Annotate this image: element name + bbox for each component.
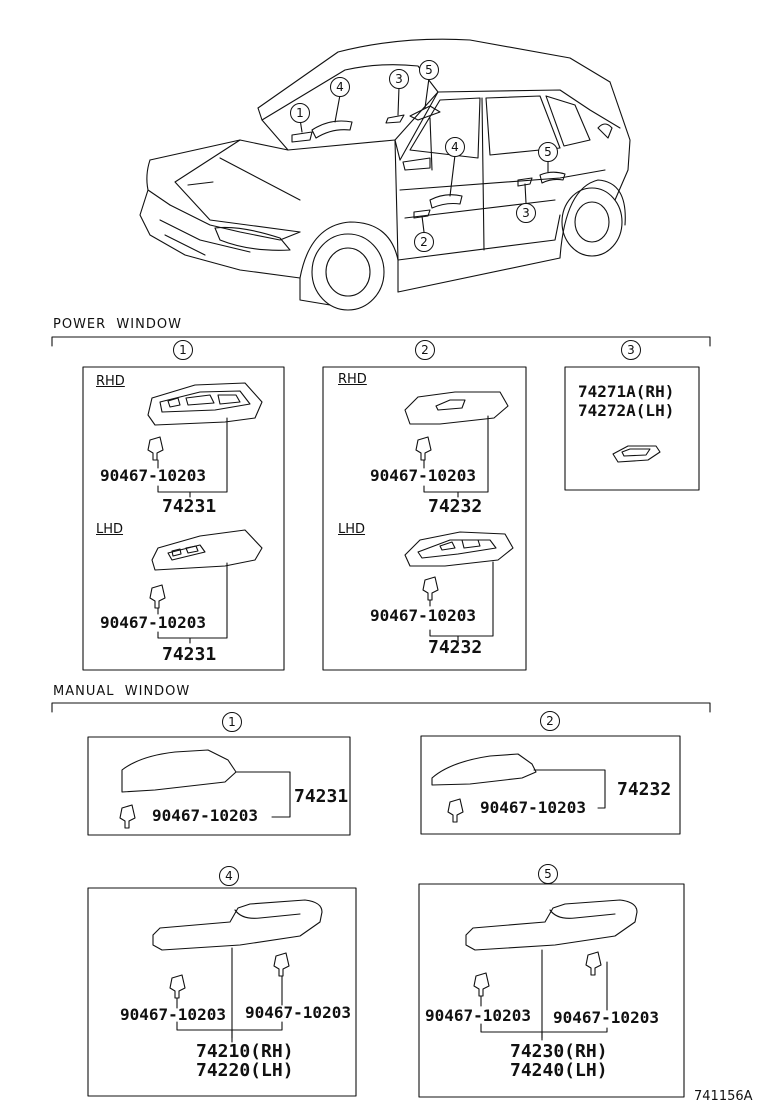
power-box2-rhd-clip: 90467-10203 — [370, 466, 476, 485]
power-marker-2: 2 — [415, 340, 435, 360]
manual-box4-lh-part: 74220(LH) — [196, 1060, 294, 1081]
power-box2-lhd-label: LHD — [338, 522, 366, 537]
manual-box4-clip-right: 90467-10203 — [245, 1003, 351, 1022]
manual-box-4-art — [87, 887, 357, 1097]
power-box3-rh-part: 74271A(RH) — [578, 382, 675, 401]
manual-box5-lh-part: 74240(LH) — [510, 1060, 608, 1081]
car-callout-5-rear: 5 — [538, 142, 558, 162]
power-box1-lhd-label: LHD — [96, 522, 124, 537]
power-box1-lhd-part: 74231 — [162, 644, 217, 665]
diagram-reference-code: 741156A — [694, 1089, 753, 1104]
power-box3-lh-part: 74272A(LH) — [578, 401, 675, 420]
power-box2-rhd-part: 74232 — [428, 496, 483, 517]
manual-marker-4: 4 — [219, 866, 239, 886]
manual-box1-clip: 90467-10203 — [152, 806, 258, 825]
manual-box5-clip-left: 90467-10203 — [425, 1006, 531, 1025]
manual-window-title: MANUAL WINDOW — [53, 684, 191, 699]
manual-marker-1: 1 — [222, 712, 242, 732]
manual-box2-clip: 90467-10203 — [480, 798, 586, 817]
car-callout-4-front: 4 — [330, 77, 350, 97]
power-box2-lhd-clip: 90467-10203 — [370, 606, 476, 625]
manual-window-bracket — [51, 702, 711, 713]
manual-marker-5: 5 — [538, 864, 558, 884]
car-callout-5-front: 5 — [419, 60, 439, 80]
car-callout-2: 2 — [414, 232, 434, 252]
power-box1-rhd-label: RHD — [96, 374, 125, 389]
power-box1-rhd-part: 74231 — [162, 496, 217, 517]
power-window-bracket — [51, 336, 711, 347]
manual-box-5-art — [418, 883, 685, 1098]
manual-box5-clip-right: 90467-10203 — [553, 1008, 659, 1027]
power-box-2-art — [322, 366, 527, 671]
power-window-title: POWER WINDOW — [53, 317, 182, 332]
car-illustration — [139, 38, 631, 311]
manual-box1-part: 74231 — [294, 786, 349, 807]
power-box1-lhd-clip: 90467-10203 — [100, 613, 206, 632]
manual-box2-part: 74232 — [617, 779, 672, 800]
manual-box4-clip-left: 90467-10203 — [120, 1005, 226, 1024]
manual-box-2-art — [420, 735, 681, 835]
power-marker-1: 1 — [173, 340, 193, 360]
manual-marker-2: 2 — [540, 711, 560, 731]
power-box1-rhd-clip: 90467-10203 — [100, 466, 206, 485]
car-callout-3-rear: 3 — [516, 203, 536, 223]
manual-box-1-art — [87, 736, 351, 836]
power-box-1-art — [82, 366, 285, 671]
power-box2-rhd-label: RHD — [338, 372, 367, 387]
car-callout-3-front: 3 — [389, 69, 409, 89]
power-box2-lhd-part: 74232 — [428, 637, 483, 658]
power-marker-3: 3 — [621, 340, 641, 360]
car-callout-4-rear: 4 — [445, 137, 465, 157]
manual-box4-rh-part: 74210(RH) — [196, 1041, 294, 1062]
car-callout-1: 1 — [290, 103, 310, 123]
power-box-3-art — [564, 366, 700, 491]
manual-box5-rh-part: 74230(RH) — [510, 1041, 608, 1062]
